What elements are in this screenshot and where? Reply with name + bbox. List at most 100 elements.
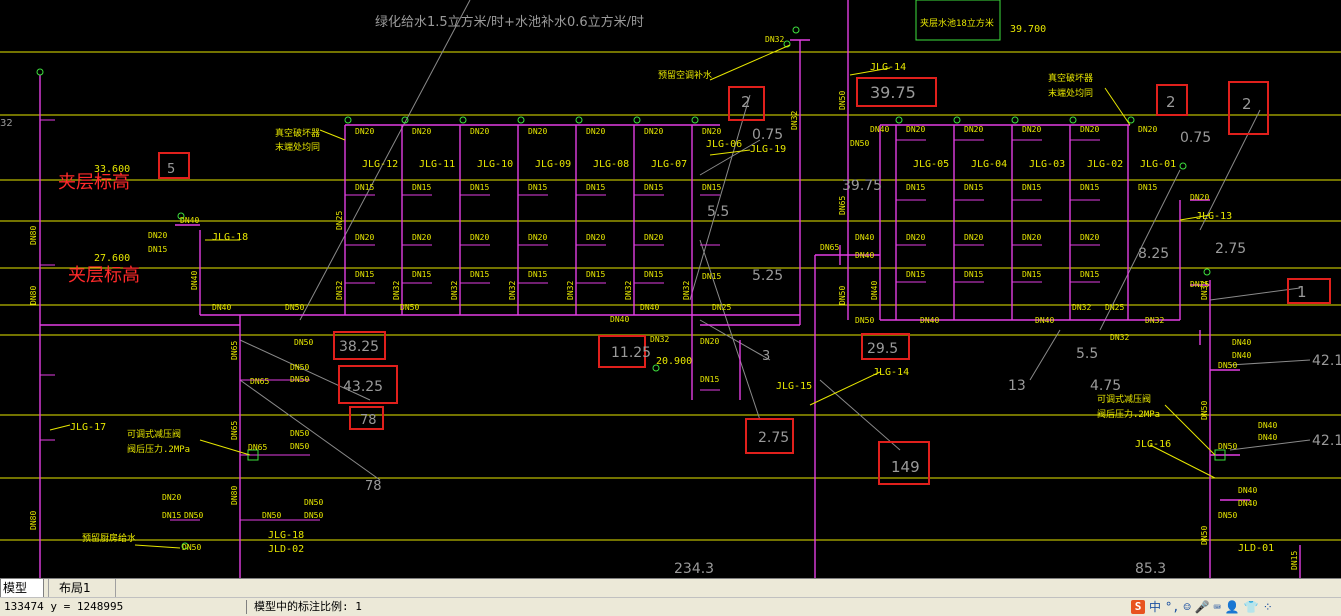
sogou-ime-icon[interactable]: S (1131, 600, 1145, 614)
pipe-size: DN15 (702, 272, 721, 281)
pipe-size: DN20 (1190, 193, 1209, 202)
pipe-size: DN65 (248, 443, 267, 452)
pipe-size: DN20 (1080, 125, 1099, 134)
pipe-size: DN32 (765, 35, 784, 44)
riser-label: JLG-02 (1087, 159, 1123, 170)
note-ac-water: 预留空调补水 (658, 69, 712, 81)
pipe-size: DN40 (610, 315, 629, 324)
pipe-size: DN15 (412, 183, 431, 192)
pipe-size: DN20 (906, 125, 925, 134)
note-vacuum-breaker-2b: 末端处均同 (1048, 87, 1093, 99)
keyboard-icon[interactable]: ⌨ (1213, 600, 1221, 614)
annotation-boxes (158, 77, 1331, 485)
value-525: 5.25 (752, 268, 783, 284)
pipe-size: DN15 (1138, 183, 1157, 192)
pipe-size-vertical: DN65 (230, 421, 239, 440)
tab-model[interactable]: 模型 (0, 579, 44, 598)
pipe-size: DN20 (1022, 233, 1041, 242)
pipe-size-vertical: DN32 (508, 281, 517, 300)
layout-tab-bar: 模型 布局1 (0, 578, 1341, 598)
tab-layout-1[interactable]: 布局1 (48, 579, 116, 598)
note-prv-1a: 可调式减压阀 (127, 428, 181, 440)
pipe-size: DN40 (870, 125, 889, 134)
value-825: 8.25 (1138, 246, 1169, 262)
pipe-size: DN20 (1080, 233, 1099, 242)
emoji-icon[interactable]: ☺ (1183, 600, 1191, 614)
pipe-size: DN40 (1238, 499, 1257, 508)
value-2343: 234.3 (674, 561, 714, 577)
note-vacuum-breaker-2a: 真空破坏器 (1048, 72, 1093, 84)
ime-toolbar: S 中 °, ☺ 🎤 ⌨ 👤 👕 ⁘ (1127, 598, 1341, 616)
pipe-size: DN50 (304, 498, 323, 507)
riser-label: JLG-11 (419, 159, 455, 170)
riser-label-jlg14b: JLG-14 (873, 367, 909, 378)
pipe-size: DN50 (400, 303, 419, 312)
pipe-size: DN40 (920, 316, 939, 325)
pipe-size-vertical: DN65 (838, 196, 847, 215)
cad-drawing-canvas[interactable]: 夹层标高 夹层标高 绿化给水1.5立方米/时+水池补水0.6立方米/时 5 2 … (0, 0, 1341, 578)
skin-icon[interactable]: 👕 (1243, 600, 1259, 614)
pipe-size: DN15 (906, 183, 925, 192)
pipe-size: DN40 (212, 303, 231, 312)
pipe-size: DN40 (1258, 433, 1277, 442)
pipe-size: DN50 (1218, 442, 1237, 451)
gray-labels: 绿化给水1.5立方米/时+水池补水0.6立方米/时 5 2 2 2 1 0.75… (0, 14, 1341, 577)
pipe-size: DN20 (528, 233, 547, 242)
pipe-size-vertical: DN50 (1200, 526, 1209, 545)
pipe-size: DN50 (290, 363, 309, 372)
riser-label-jlg15: JLG-15 (776, 381, 812, 392)
value-421b: 42.1 (1312, 433, 1341, 449)
pipe-size: DN20 (700, 337, 719, 346)
pipe-size-vertical: DN32 (335, 281, 344, 300)
pipe-size: DN50 (1218, 361, 1237, 370)
pipe-size: DN20 (644, 127, 663, 136)
value-13: 13 (1008, 378, 1026, 394)
riser-label-jlg19: JLG-19 (750, 144, 786, 155)
punctuation-icon[interactable]: °, (1165, 600, 1180, 614)
pipe-size: DN15 (528, 270, 547, 279)
pipe-size: DN40 (855, 251, 874, 260)
pipe-size: DN65 (250, 377, 269, 386)
pipe-size: DN25 (1105, 303, 1124, 312)
value-2b: 2 (1166, 93, 1176, 111)
value-5: 5 (167, 162, 175, 177)
pipe-size: DN40 (1232, 338, 1251, 347)
drawing-viewport[interactable]: 夹层标高 夹层标高 绿化给水1.5立方米/时+水池补水0.6立方米/时 5 2 … (0, 0, 1341, 578)
pipe-size: DN15 (1080, 183, 1099, 192)
grid-menu-icon[interactable]: ⁘ (1262, 600, 1273, 614)
riser-label-jld01: JLD-01 (1238, 543, 1274, 554)
pipe-size-vertical: DN32 (624, 281, 633, 300)
pipe-size-vertical: DN80 (29, 286, 38, 305)
value-4325: 43.25 (343, 379, 383, 395)
valve-symbols (36, 26, 1226, 550)
note-vacuum-breaker-1a: 真空破坏器 (275, 127, 320, 139)
pipe-size: DN40 (855, 233, 874, 242)
riser-label: JLG-08 (593, 159, 629, 170)
ime-mode-label[interactable]: 中 (1149, 600, 1162, 614)
pipe-size: DN20 (162, 493, 181, 502)
microphone-icon[interactable]: 🎤 (1194, 600, 1210, 614)
floor-lines (0, 51, 1341, 541)
riser-label: JLG-07 (651, 159, 687, 170)
pipe-size: DN15 (700, 375, 719, 384)
riser-label: JLG-09 (535, 159, 571, 170)
leader-lines (239, 0, 1311, 481)
pipe-size: DN40 (640, 303, 659, 312)
note-prv-2a: 可调式减压阀 (1097, 393, 1151, 405)
pipe-size: DN15 (702, 183, 721, 192)
value-3975b: 39.75 (842, 178, 882, 194)
zone-label-mezzanine-1: 夹层标高 (58, 172, 130, 193)
pipe-size: DN15 (906, 270, 925, 279)
user-icon[interactable]: 👤 (1224, 600, 1240, 614)
pipe-size: DN20 (528, 127, 547, 136)
pipe-size: DN20 (148, 231, 167, 240)
pipe-branches (40, 119, 1100, 521)
value-78a: 78 (360, 413, 377, 428)
riser-label: JLG-05 (913, 159, 949, 170)
annotation-scale: 模型中的标注比例: 1 (254, 600, 362, 613)
value-149: 149 (891, 458, 920, 476)
pipe-size: DN50 (184, 511, 203, 520)
pipe-size-vertical: DN32 (392, 281, 401, 300)
pipe-size: DN50 (1218, 511, 1237, 520)
note-leaders (49, 44, 1216, 549)
